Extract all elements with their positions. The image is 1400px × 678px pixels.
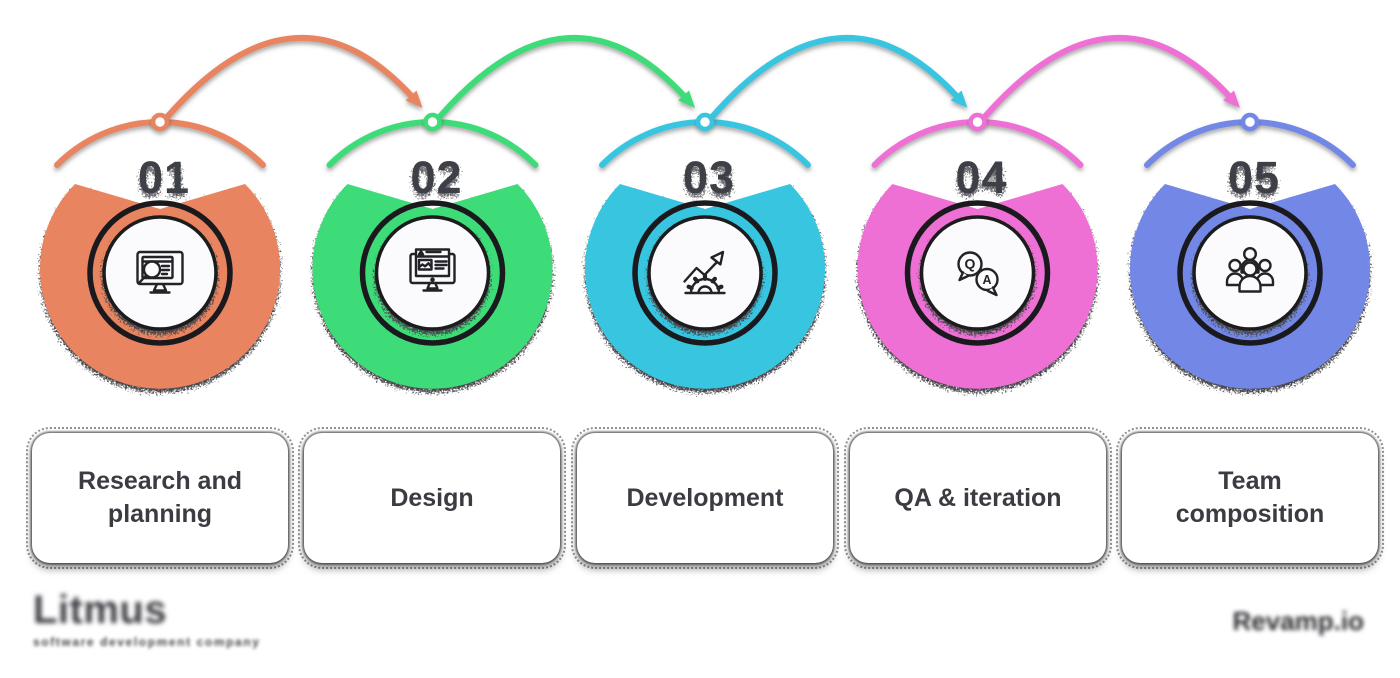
step-number-4: 04 [955,152,1007,203]
bottom-right-wordmark: Revamp.io [1232,606,1365,636]
step-card-4: QA & iteration [844,427,1112,569]
inner-dark-ring-3 [632,200,778,346]
connector-ring-3 [695,112,715,132]
inner-dark-ring-1 [87,200,233,346]
step-node-5: 05 [1130,112,1371,389]
step-number-1: 01 [138,152,190,203]
connector-arc-1-to-2 [165,34,423,119]
bottom-left-logo-tagline: software development company [33,635,261,649]
step-node-2: 02 [312,34,695,389]
inner-dark-ring-5 [1177,200,1323,346]
step-number-2: 02 [410,152,462,203]
gear-growth-arrow-icon [683,250,726,295]
step-node-1: 01 [40,34,423,389]
connector-ring-5 [1240,112,1260,132]
step-label-5: Team composition [1175,467,1325,528]
connector-ring-1 [150,112,170,132]
team-group-icon [1225,246,1275,293]
step-card-5: Team composition [1116,427,1384,569]
inner-dark-ring-4 [904,200,1051,346]
monitor-design-icon [409,248,456,292]
step-number-3: 03 [683,152,735,203]
step-card-3: Development [571,427,839,569]
step-card-1: Research and planning [26,427,294,569]
connector-ring-2 [423,112,442,132]
qa-speech-bubbles-icon: QA [957,251,999,297]
svg-text:Q: Q [965,256,976,272]
inner-dark-ring-2 [359,200,506,346]
step-card-2: Design [298,427,566,569]
monitor-search-icon [136,250,184,294]
step-label-3: Development [626,483,784,512]
step-label-4: QA & iteration [894,483,1062,512]
step-label-1: Research and planning [78,467,242,528]
connector-arc-2-to-3 [437,34,695,119]
step-number-5: 05 [1228,152,1280,203]
step-node-3: 03 [585,34,968,389]
connector-arc-4-to-5 [982,34,1240,119]
bottom-left-logo: Litmus software development company [33,588,261,649]
bottom-left-logo-wordmark: Litmus [33,588,168,632]
step-label-2: Design [390,483,474,512]
connector-arc-3-to-4 [710,34,968,119]
connector-ring-4 [968,112,987,132]
svg-text:A: A [982,273,991,287]
